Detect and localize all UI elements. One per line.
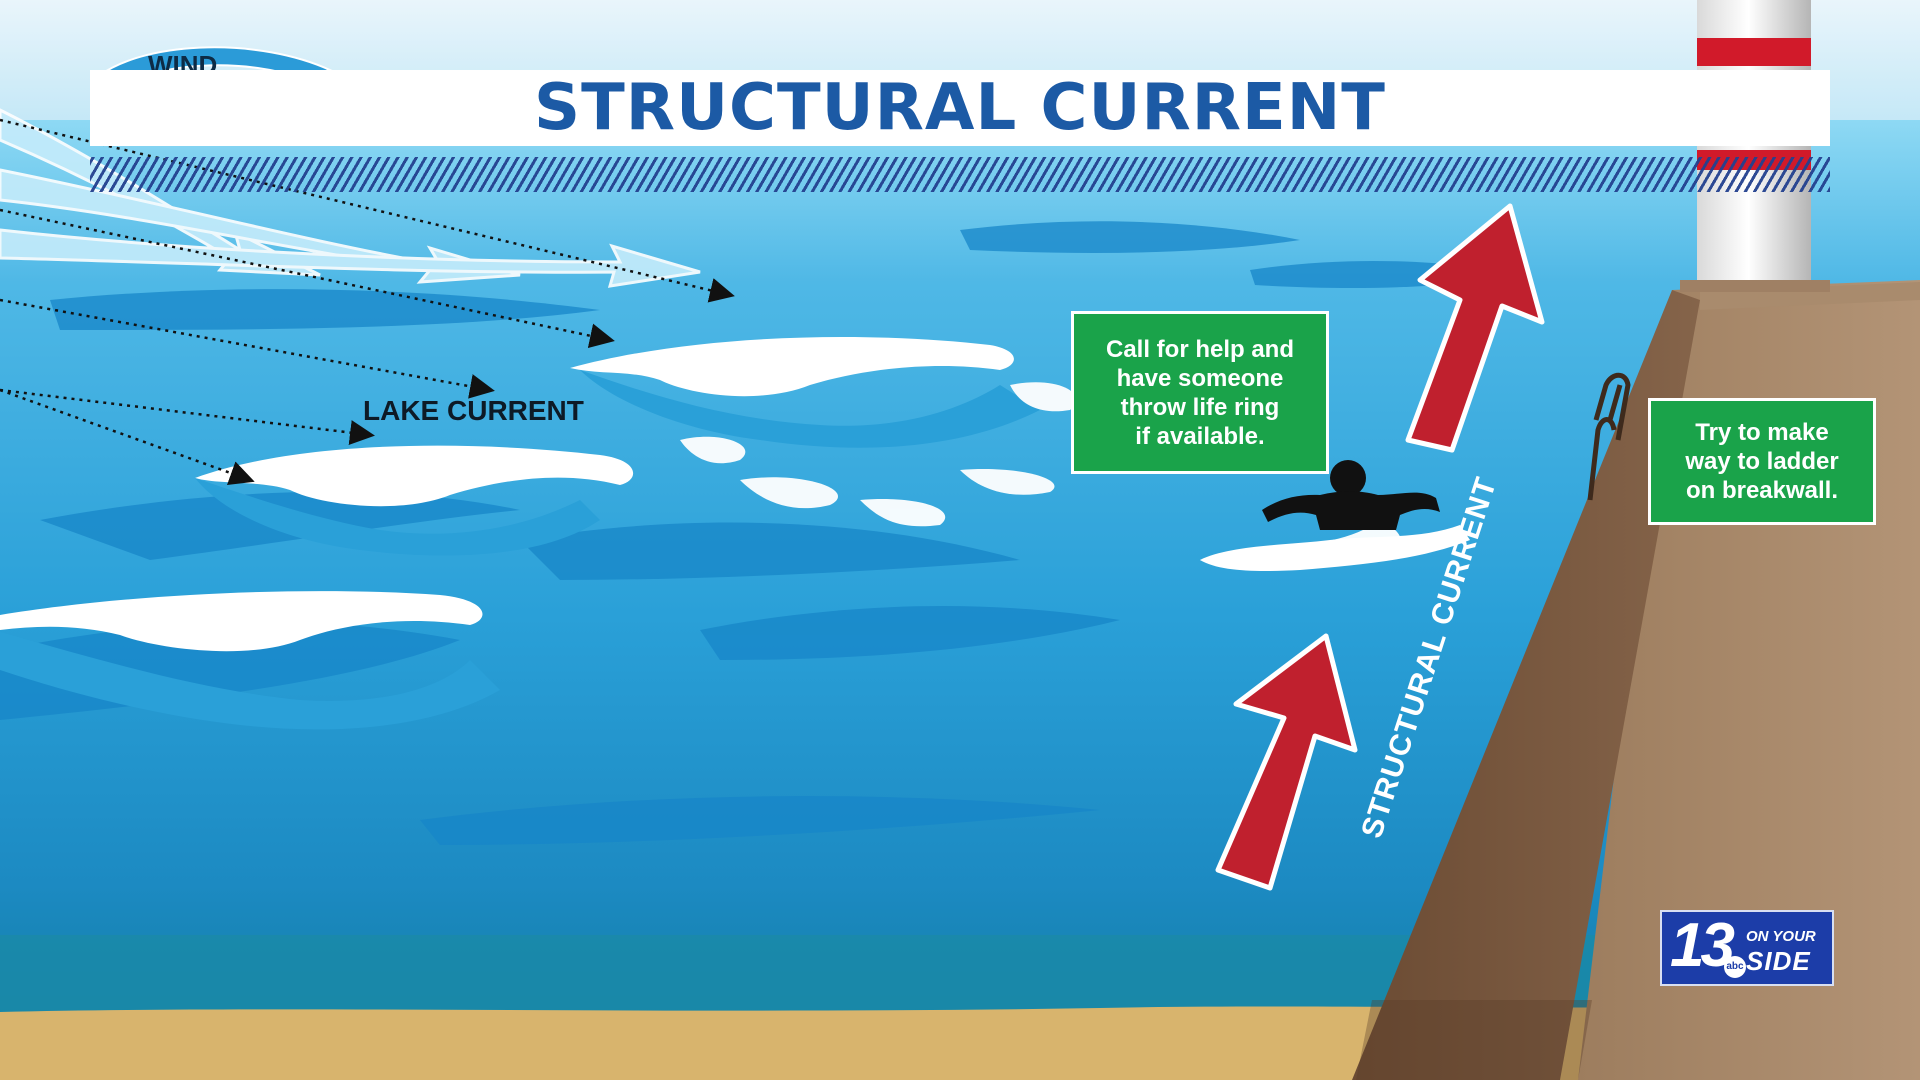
red-up-arrow-icon [1215, 203, 1545, 891]
logo-line1: ON YOUR [1746, 928, 1816, 945]
ladder-icon [1587, 372, 1631, 501]
lighthouse-icon [1680, 0, 1830, 292]
callout-ladder-line: Try to make [1695, 419, 1829, 446]
station-logo: 13 abc ON YOUR SIDE [1660, 910, 1834, 986]
logo-network: abc [1724, 956, 1746, 978]
page-title: STRUCTURAL CURRENT [534, 71, 1386, 145]
callout-help-line: throw life ring [1120, 393, 1280, 421]
lake-current-label: LAKE CURRENT [363, 395, 584, 426]
wave-front [0, 336, 1040, 730]
callout-help-line: Call for help and [1105, 335, 1294, 363]
lake-current-arrows [0, 118, 735, 485]
callout-help-line: if available. [1135, 422, 1265, 450]
wind-arrow-icon [0, 108, 701, 288]
callout-ladder-line: way to ladder [1685, 448, 1839, 475]
callout-ladder: Try to make way to ladder on breakwall. [1648, 398, 1876, 525]
logo-line2: SIDE [1746, 946, 1811, 976]
title-hatch-stripe [90, 157, 1830, 192]
swimmer-icon [1200, 460, 1470, 571]
logo-number: 13 [1670, 911, 1735, 980]
callout-call-for-help: Call for help and have someone throw lif… [1071, 311, 1329, 474]
callout-ladder-line: on breakwall. [1685, 477, 1839, 504]
callout-help-line: have someone [1116, 364, 1284, 392]
title-bar: STRUCTURAL CURRENT [90, 70, 1830, 146]
